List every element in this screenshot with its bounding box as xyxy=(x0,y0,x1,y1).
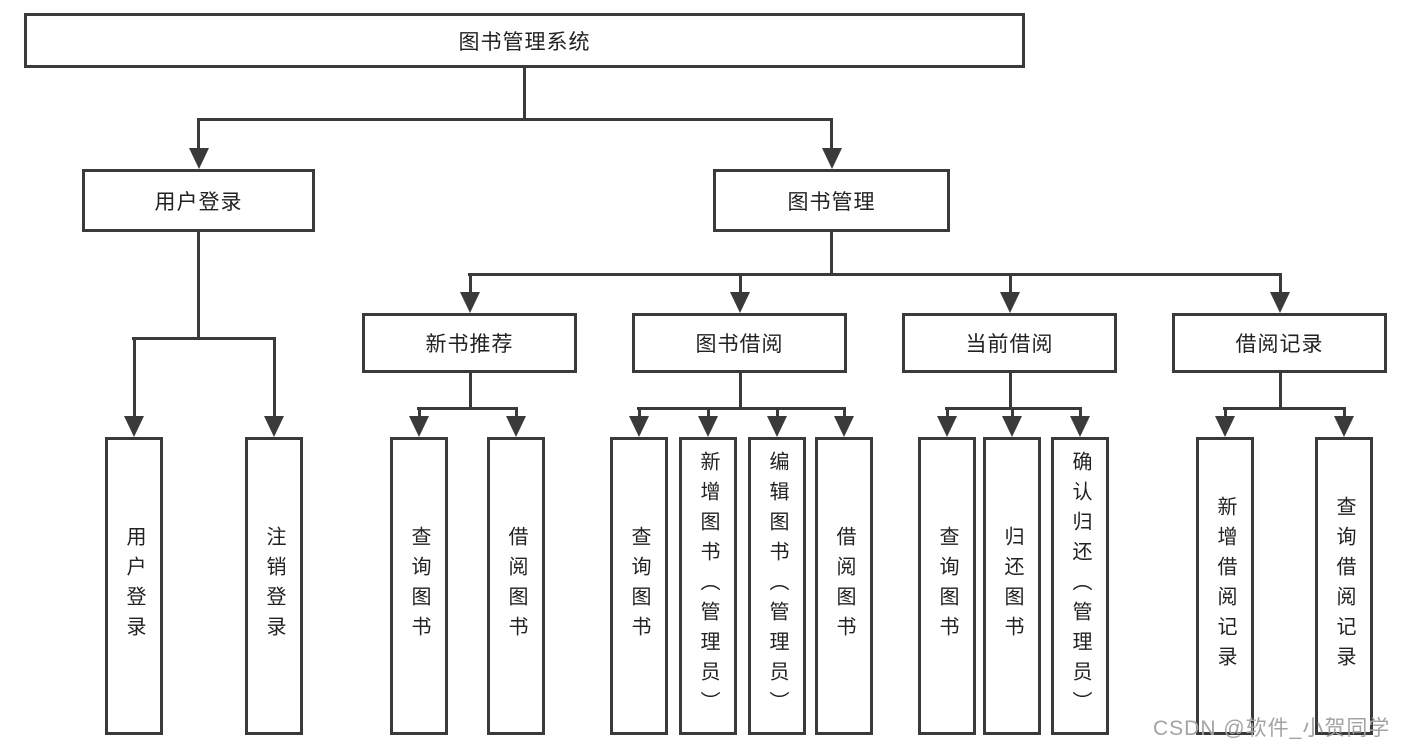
arrow-down-icon xyxy=(821,148,842,169)
connector-book-mgmt-stem xyxy=(830,232,833,276)
connector-leaf-drop xyxy=(1223,410,1227,417)
connector-bookborrow-rail xyxy=(637,407,846,410)
leaf-newrec-borrow-book: 借阅图书 xyxy=(487,437,545,735)
connector-user-login-rail xyxy=(132,337,276,340)
connector-records-rail xyxy=(1223,407,1346,410)
node-root: 图书管理系统 xyxy=(24,13,1025,68)
leaf-current-confirm-return-admin: 确认归还（管理员） xyxy=(1051,437,1109,735)
leaf-current-return-book: 归还图书 xyxy=(983,437,1041,735)
connector-leaf-drop xyxy=(775,410,779,417)
arrow-down-icon xyxy=(124,416,144,437)
connector-leaf-drop xyxy=(272,340,276,417)
node-current-borrow: 当前借阅 xyxy=(902,313,1117,373)
arrow-down-icon xyxy=(1215,416,1235,437)
arrow-down-icon xyxy=(1270,292,1290,313)
node-borrow-records: 借阅记录 xyxy=(1172,313,1387,373)
connector-leaf-drop xyxy=(1010,410,1014,417)
connector-leaf-drop xyxy=(706,410,710,417)
connector-root-stem xyxy=(523,68,526,121)
node-user-login: 用户登录 xyxy=(82,169,315,232)
arrow-down-icon xyxy=(834,416,854,437)
leaf-current-query-book: 查询图书 xyxy=(918,437,976,735)
watermark: CSDN @软件_小贺同学 xyxy=(1153,717,1391,740)
connector-leaf-drop xyxy=(132,340,136,417)
arrow-down-icon xyxy=(264,416,284,437)
leaf-borrow-borrow-book: 借阅图书 xyxy=(815,437,873,735)
node-book-management: 图书管理 xyxy=(713,169,950,232)
node-new-book-recommend: 新书推荐 xyxy=(362,313,577,373)
connector-level3-drop xyxy=(468,276,472,293)
leaf-borrow-add-book-admin: 新增图书（管理员） xyxy=(679,437,737,735)
connector-leaf-drop xyxy=(842,410,846,417)
connector-current-stem xyxy=(1008,373,1012,410)
connector-level3-drop xyxy=(1008,276,1012,293)
connector-user-login-stem xyxy=(197,232,200,340)
connector-level3-drop xyxy=(1278,276,1282,293)
connector-bookborrow-stem xyxy=(738,373,742,410)
connector-leaf-drop xyxy=(945,410,949,417)
node-book-borrow: 图书借阅 xyxy=(632,313,847,373)
connector-leaf-drop xyxy=(1078,410,1082,417)
arrow-down-icon xyxy=(409,416,429,437)
connector-newrec-rail xyxy=(417,407,518,410)
arrow-down-icon xyxy=(506,416,526,437)
leaf-newrec-query-book: 查询图书 xyxy=(390,437,448,735)
connector-user-login-drop xyxy=(197,121,200,149)
arrow-down-icon xyxy=(767,416,787,437)
connector-newrec-stem xyxy=(468,373,472,410)
arrow-down-icon xyxy=(1000,292,1020,313)
connector-level3-drop xyxy=(738,276,742,293)
connector-level3-rail xyxy=(468,273,1282,276)
arrow-down-icon xyxy=(730,292,750,313)
arrow-down-icon xyxy=(1334,416,1354,437)
connector-current-rail xyxy=(945,407,1082,410)
arrow-down-icon xyxy=(698,416,718,437)
connector-level2-rail xyxy=(197,118,833,121)
connector-leaf-drop xyxy=(417,410,421,417)
leaf-records-query-record: 查询借阅记录 xyxy=(1315,437,1373,735)
leaf-user-login: 用户登录 xyxy=(105,437,163,735)
connector-leaf-drop xyxy=(1342,410,1346,417)
connector-records-stem xyxy=(1278,373,1282,410)
connector-leaf-drop xyxy=(514,410,518,417)
connector-book-mgmt-drop xyxy=(830,121,833,149)
leaf-borrow-edit-book-admin: 编辑图书（管理员） xyxy=(748,437,806,735)
arrow-down-icon xyxy=(1070,416,1090,437)
arrow-down-icon xyxy=(188,148,209,169)
leaf-borrow-query-book: 查询图书 xyxy=(610,437,668,735)
leaf-logout: 注销登录 xyxy=(245,437,303,735)
arrow-down-icon xyxy=(1002,416,1022,437)
arrow-down-icon xyxy=(460,292,480,313)
arrow-down-icon xyxy=(629,416,649,437)
connector-leaf-drop xyxy=(637,410,641,417)
arrow-down-icon xyxy=(937,416,957,437)
leaf-records-add-record: 新增借阅记录 xyxy=(1196,437,1254,735)
